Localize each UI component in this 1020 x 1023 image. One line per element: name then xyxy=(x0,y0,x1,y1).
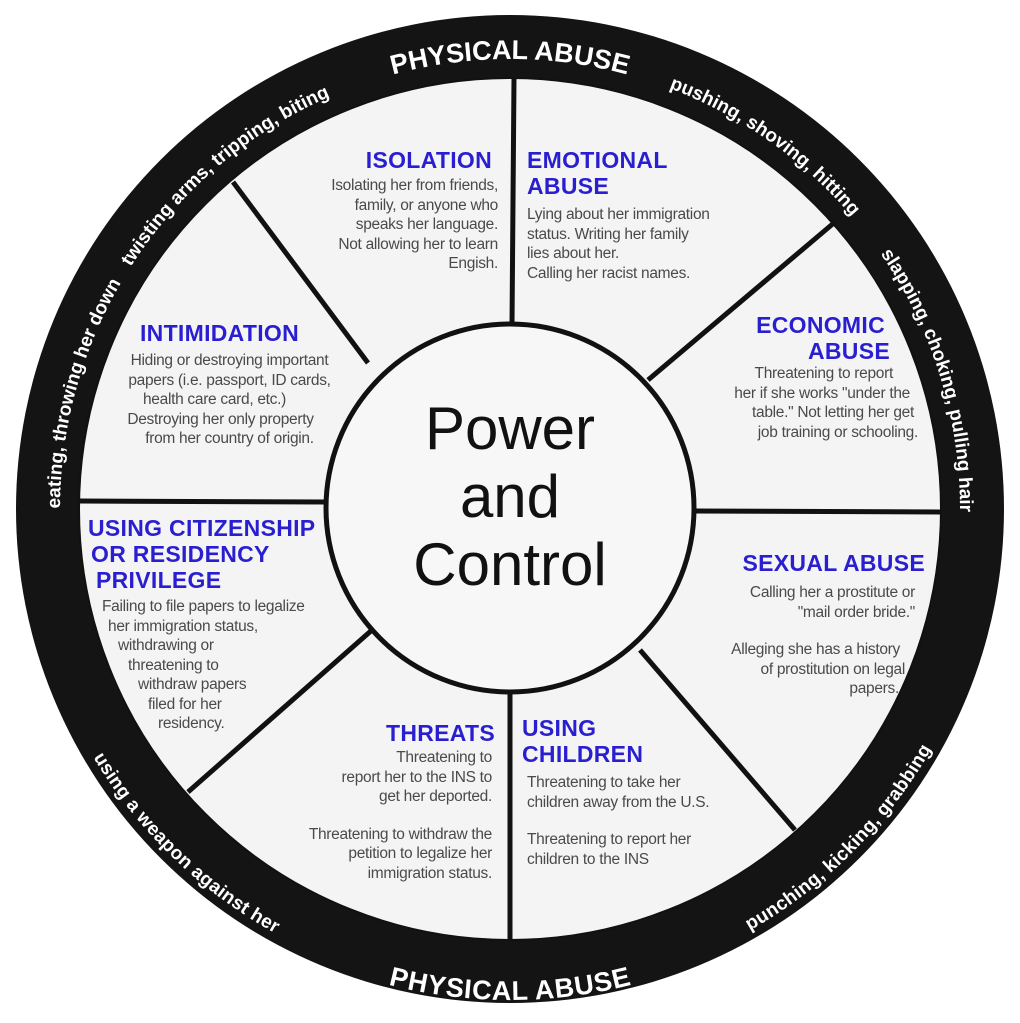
center-line: Control xyxy=(413,531,607,598)
segment-intimidation: INTIMIDATION Hiding or destroying import… xyxy=(92,320,367,449)
segment-title: ISOLATION xyxy=(365,147,492,173)
segment-title: CHILDREN xyxy=(522,741,644,767)
segment-text: petition to legalize her xyxy=(348,845,492,862)
segment-text: residency. xyxy=(158,715,225,732)
segment-text: Threatening to report xyxy=(754,365,894,382)
segment-text: children away from the U.S. xyxy=(527,793,710,811)
segment-text: family, or anyone who xyxy=(354,196,499,214)
segment-title: OR RESIDENCY xyxy=(91,541,270,567)
segment-title: ABUSE xyxy=(807,338,890,364)
spoke-upper-right xyxy=(646,220,837,382)
segment-text: papers (i.e. passport, ID cards, xyxy=(128,371,331,389)
segment-text: Threatening to xyxy=(396,749,492,766)
segment-text: Hiding or destroying important xyxy=(130,352,329,369)
segment-using-citizenship: USING CITIZENSHIP OR RESIDENCY PRIVILEGE… xyxy=(88,515,348,734)
segment-text: Threatening to take her xyxy=(527,774,681,791)
spokes xyxy=(78,77,942,940)
center-line: and xyxy=(459,463,561,530)
center-title: Power and Control xyxy=(330,395,690,599)
segment-text: Failing to file papers to legalize xyxy=(102,598,305,615)
segment-title: USING xyxy=(522,715,597,741)
segment-title: USING CITIZENSHIP xyxy=(88,515,316,541)
segment-text: table." Not letting her get xyxy=(752,404,914,421)
segment-text: filed for her xyxy=(148,695,222,713)
segment-text: "mail order bride." xyxy=(797,603,916,621)
segment-text: immigration status. xyxy=(367,864,493,882)
segment-text: Alleging she has a history xyxy=(731,641,900,658)
segment-title: THREATS xyxy=(385,720,495,746)
segment-text: withdraw papers xyxy=(138,676,247,693)
segment-title: INTIMIDATION xyxy=(139,320,300,346)
segment-text: her if she works "under the xyxy=(734,384,910,402)
spoke-upper-left xyxy=(230,180,371,365)
segment-text: Destroying her only property xyxy=(127,410,314,428)
segment-emotional-abuse: EMOTIONAL ABUSE Lying about her immigrat… xyxy=(527,147,767,283)
segment-title: ABUSE xyxy=(527,173,610,199)
segment-text: health care card, etc.) xyxy=(142,391,286,408)
spoke-lower-left xyxy=(186,628,374,794)
segment-text: Isolating her from friends, xyxy=(331,177,498,194)
segment-text: papers. xyxy=(849,680,899,697)
spoke-left xyxy=(78,498,327,505)
segment-text: report her to the INS to xyxy=(341,768,493,786)
center-circle xyxy=(323,321,697,695)
segment-sexual-abuse: SEXUAL ABUSE Calling her a prostitute or… xyxy=(690,550,925,699)
segment-text: lies about her. xyxy=(527,245,620,262)
segment-text: Engish. xyxy=(448,255,498,272)
segment-economic-abuse: ECONOMIC ABUSE Threatening to report her… xyxy=(690,312,918,442)
segment-text: get her deported. xyxy=(379,788,492,805)
segment-text: withdrawing or xyxy=(118,637,214,654)
segment-using-children: USING CHILDREN Threatening to take her c… xyxy=(522,715,762,869)
segment-text: from her country of origin. xyxy=(145,430,314,447)
segment-text: Threatening to report her xyxy=(527,831,691,848)
segment-title: ECONOMIC xyxy=(756,312,885,338)
segment-text: her immigration status, xyxy=(108,617,258,635)
center-line: Power xyxy=(424,395,596,462)
segment-title: PRIVILEGE xyxy=(96,567,222,593)
spoke-lower-right xyxy=(638,648,797,832)
segment-text: children to the INS xyxy=(527,850,649,868)
segment-title: SEXUAL ABUSE xyxy=(742,550,925,576)
segment-text: Lying about her immigration xyxy=(527,206,710,223)
segment-text: status. Writing her family xyxy=(527,225,689,243)
segment-text: Calling her a prostitute or xyxy=(749,584,915,601)
segment-isolation: ISOLATION Isolating her from friends, fa… xyxy=(270,147,498,274)
segment-text: job training or schooling. xyxy=(757,423,919,441)
segment-text: threatening to xyxy=(128,656,219,674)
spoke-right xyxy=(693,508,942,515)
segment-text: Calling her racist names. xyxy=(527,264,691,282)
segment-title: EMOTIONAL xyxy=(527,147,668,173)
segment-text: Threatening to withdraw the xyxy=(308,825,492,843)
spoke-top xyxy=(509,77,517,326)
segment-text: of prostitution on legal xyxy=(760,660,906,678)
segment-text: Not allowing her to learn xyxy=(338,235,498,253)
segment-threats: THREATS Threatening to report her to the… xyxy=(265,720,495,883)
segment-text: speaks her language. xyxy=(355,216,499,233)
